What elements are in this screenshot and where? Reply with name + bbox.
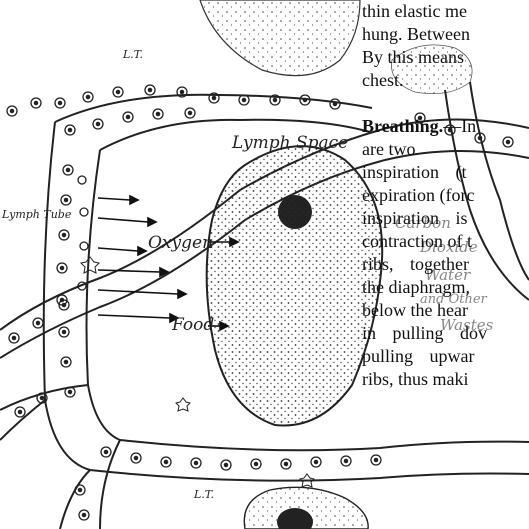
text-line: expiration (forc: [362, 184, 529, 207]
label-lymph-space: Lymph Space: [231, 133, 348, 153]
label-lt-top: L.T.: [122, 48, 143, 61]
text-line: By this means: [362, 46, 529, 69]
text-line: inspiration is: [362, 207, 529, 230]
top-cell: [200, 0, 360, 76]
breathing-heading: Breathing.: [362, 116, 443, 136]
text-line: hung. Between: [362, 23, 529, 46]
heading-rest: —In: [443, 116, 476, 136]
text-line: in pulling dov: [362, 322, 529, 345]
text-line-heading: Breathing.—In: [362, 115, 529, 138]
label-lymph-tube: Lymph Tube: [1, 208, 72, 221]
text-line: ribs, together: [362, 253, 529, 276]
label-lt-bottom: L.T.: [193, 488, 214, 501]
text-line: inspiration (t: [362, 161, 529, 184]
text-line: pulling upwar: [362, 345, 529, 368]
text-line: contraction of t: [362, 230, 529, 253]
text-line: chest.: [362, 69, 529, 92]
text-line: ribs, thus maki: [362, 368, 529, 391]
label-oxygen: Oxygen: [148, 233, 213, 253]
text-line: below the hear: [362, 299, 529, 322]
body-text-column: thin elastic me hung. Between By this me…: [362, 0, 529, 391]
central-cell: [207, 146, 383, 425]
text-line: [362, 92, 529, 115]
text-line: the diaphragm,: [362, 276, 529, 299]
text-line: thin elastic me: [362, 0, 529, 23]
text-line: are two: [362, 138, 529, 161]
label-food: Food: [171, 315, 214, 335]
